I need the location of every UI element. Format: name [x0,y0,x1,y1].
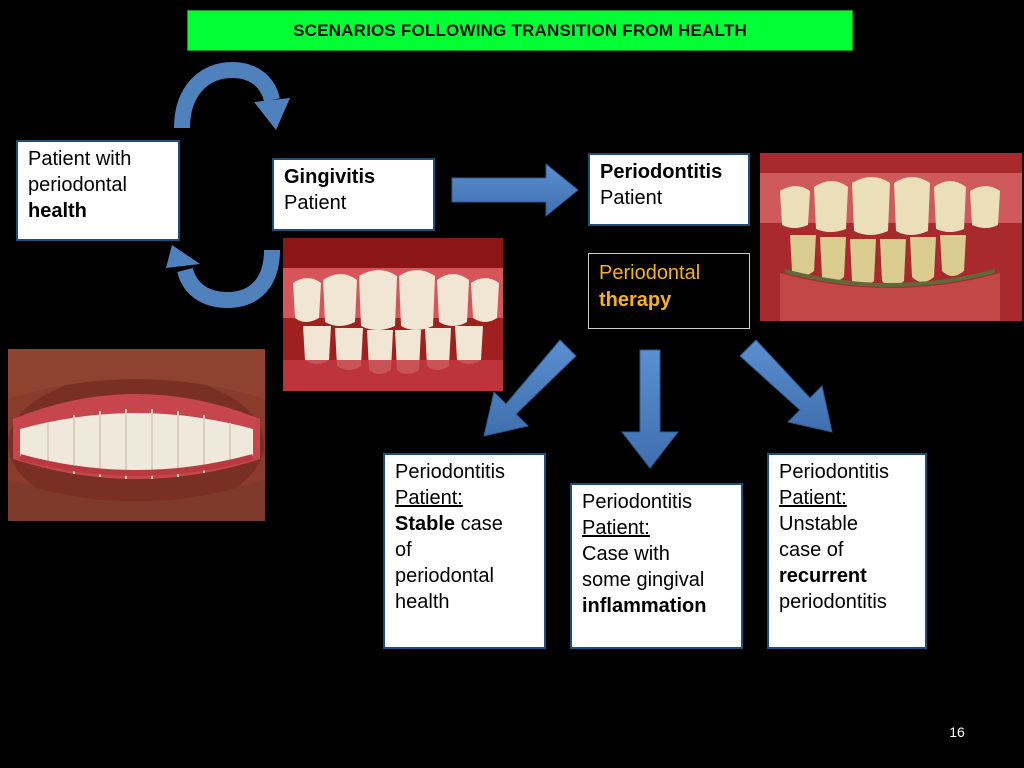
periodontitis-line-1: Periodontitis [600,161,723,183]
stable-line-1: Periodontitis [395,461,506,483]
page-number: 16 [949,724,965,740]
gingivitis-line-2: Patient [284,192,347,214]
health-line-2: periodontal [28,174,127,196]
unstable-line-6: periodontitis [779,591,887,613]
unstable-line-1: Periodontitis [779,461,890,483]
periodontitis-line-2: Patient [600,187,663,209]
stable-line-5: periodontal [395,565,494,587]
unstable-line-4: case of [779,539,844,561]
slide-title: SCENARIOS FOLLOWING TRANSITION FROM HEAL… [187,10,853,51]
unstable-case-box: Periodontitis Patient: Unstable case of … [767,453,927,649]
therapy-line-1: Periodontal [599,262,701,284]
healthy-gums-photo [8,349,265,521]
gingivitis-line-1: Gingivitis [284,166,376,188]
stable-line-2: Patient: [395,487,463,509]
unstable-line-3: Unstable [779,513,858,535]
periodontitis-patient-box: Periodontitis Patient [588,153,750,226]
cycle-arrow-top-icon [174,61,290,130]
unstable-line-2: Patient: [779,487,847,509]
inflamed-line-2: Patient: [582,517,650,539]
stable-line-4: of [395,539,412,561]
inflamed-line-1: Periodontitis [582,491,693,513]
right-arrow-icon [451,162,579,218]
gingivitis-patient-box: Gingivitis Patient [272,158,435,231]
inflamed-line-3: Case with [582,543,670,565]
stable-line-6: health [395,591,450,613]
stable-case-box: Periodontitis Patient: Stable case of pe… [383,453,546,649]
arrow-to-inflamed-icon [620,349,680,469]
slide-title-text: SCENARIOS FOLLOWING TRANSITION FROM HEAL… [293,20,747,40]
inflamed-line-4: some gingival [582,569,705,591]
unstable-line-5: recurrent [779,565,867,587]
stable-line-3: Stable case [395,513,503,535]
cycle-arrow-bottom-icon [166,245,280,309]
periodontitis-photo [760,153,1022,321]
arrow-to-stable-icon [483,339,577,437]
health-line-3: health [28,200,87,222]
health-patient-box: Patient with periodontal health [16,140,180,241]
therapy-line-2: therapy [599,289,672,311]
periodontal-therapy-box: Periodontal therapy [588,253,750,329]
inflamed-line-5: inflammation [582,595,707,617]
arrow-to-unstable-icon [739,339,833,433]
gingivitis-photo [283,238,503,391]
health-line-1: Patient with [28,148,132,170]
inflammation-case-box: Periodontitis Patient: Case with some gi… [570,483,743,649]
